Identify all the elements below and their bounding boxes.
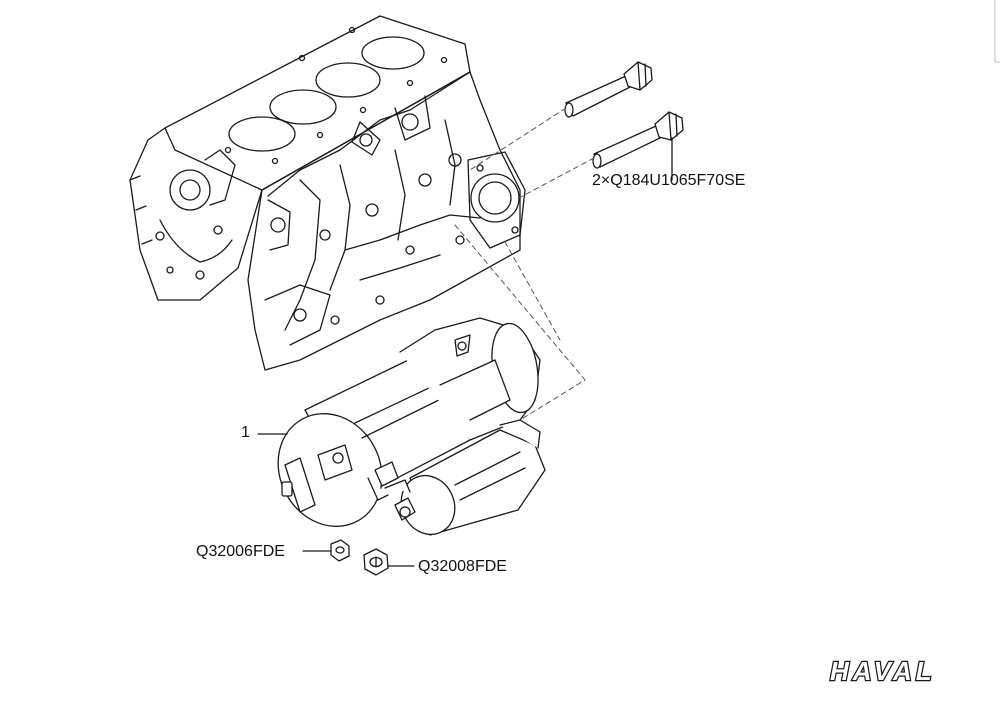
starter-motor	[277, 317, 546, 536]
bolt-upper	[564, 61, 653, 118]
callout-starter: 1	[241, 424, 250, 441]
nut-large	[363, 548, 389, 576]
alignment-lines	[454, 107, 595, 421]
nut-small	[330, 539, 350, 562]
svg-text:HAVAL: HAVAL	[830, 656, 936, 686]
callout-nut-large: Q32008FDE	[418, 558, 507, 575]
frame-corner	[994, 0, 1000, 63]
haval-logo: HAVAL	[826, 655, 976, 688]
callout-nut-small: Q32006FDE	[196, 543, 285, 560]
engine-block	[129, 15, 526, 371]
callout-bolts: 2×Q184U1065F70SE	[592, 172, 746, 189]
bolt-lower	[592, 111, 684, 169]
haval-logo-mark: HAVAL	[829, 655, 936, 688]
